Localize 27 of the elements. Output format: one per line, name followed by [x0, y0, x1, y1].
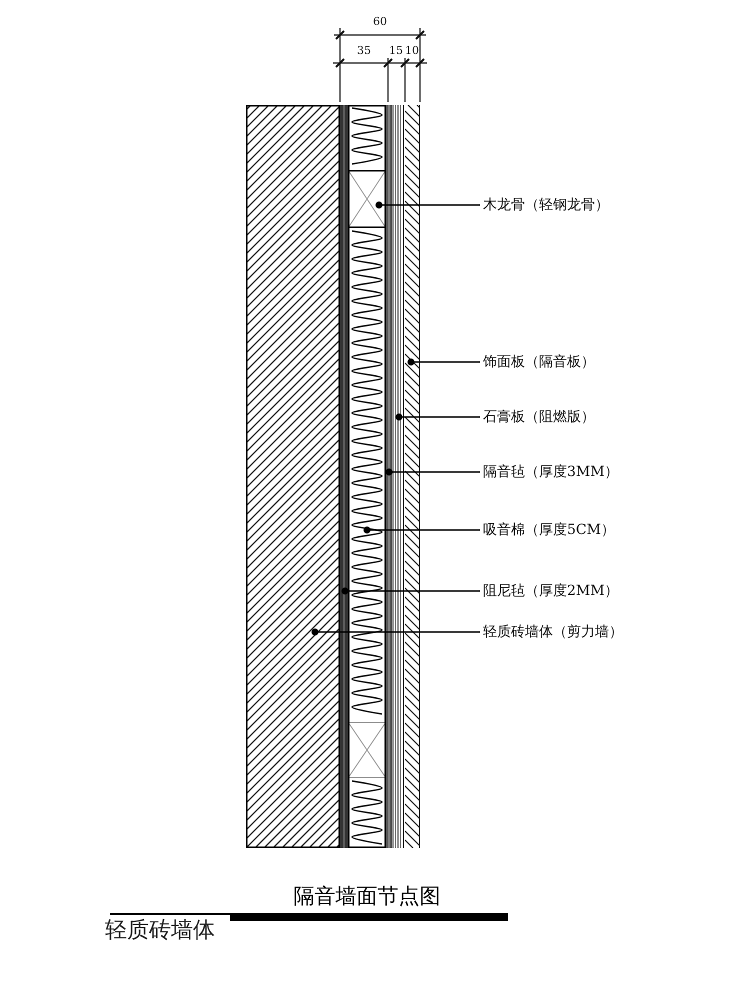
dimension-value: 35: [357, 44, 371, 57]
leader-line: [396, 414, 480, 420]
dimension-value: 15: [389, 44, 403, 57]
leader-line: [342, 588, 480, 594]
leader-line: [386, 468, 480, 476]
dimension-value: 60: [373, 15, 387, 28]
callout-label: 饰面板（隔音板）: [483, 353, 595, 371]
gypsum-board-layer: [392, 105, 405, 848]
callout-label: 阻尼毡（厚度2MM）: [483, 582, 619, 600]
leader-line: [408, 358, 480, 366]
leader-line: [376, 202, 480, 208]
callout-label: 石膏板（阻燃版）: [483, 408, 595, 426]
callout-label: 木龙骨（轻钢龙骨）: [483, 196, 609, 214]
title-text: 隔音墙面节点图: [294, 883, 440, 910]
brick-wall-section: [246, 105, 340, 848]
callout-label: 轻质砖墙体（剪力墙）: [483, 623, 623, 641]
finish-panel-layer: [405, 105, 420, 848]
damping-felt-layer: [340, 105, 348, 848]
insulation-cotton-layer: [348, 105, 386, 848]
leader-line: [312, 628, 480, 636]
dimension-value: 10: [405, 44, 419, 57]
subtitle-text: 轻质砖墙体: [105, 918, 215, 944]
callout-label: 隔音毡（厚度3MM）: [483, 463, 619, 481]
leader-line: [364, 526, 480, 534]
sound-felt-layer: [386, 105, 392, 848]
stud-section: [348, 170, 386, 228]
callout-label: 吸音棉（厚度5CM）: [483, 521, 615, 539]
